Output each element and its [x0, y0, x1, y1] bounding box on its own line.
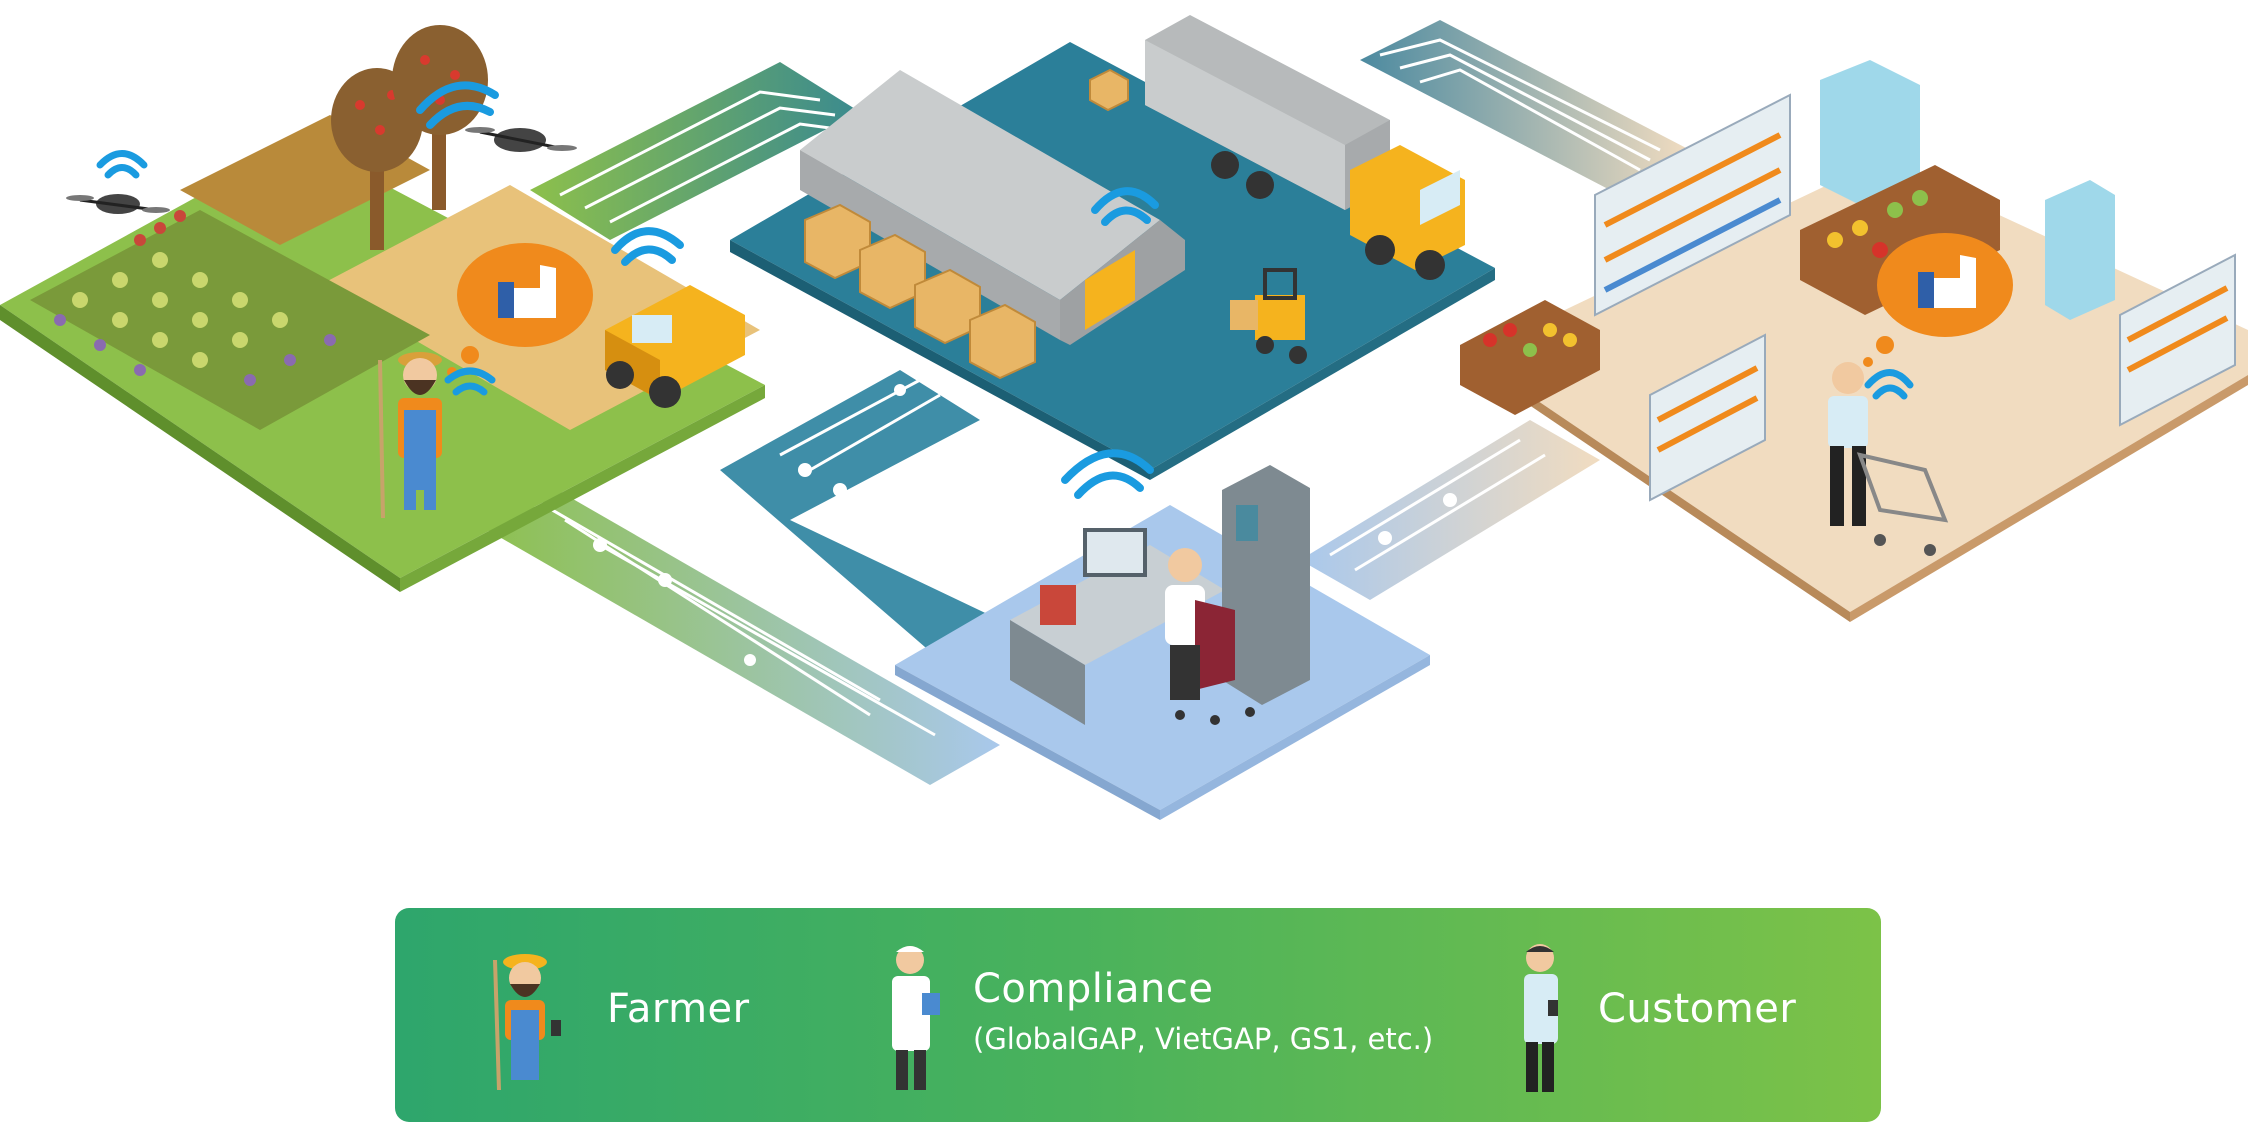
produce-display — [1800, 165, 2000, 315]
thumbs-up-icon — [1863, 233, 2013, 367]
connector-farm-to-warehouse — [530, 62, 860, 240]
truck-icon — [1145, 15, 1465, 280]
connector-office-to-store — [1300, 420, 1600, 600]
inspector-icon — [892, 946, 940, 1090]
produce-stand — [1460, 300, 1600, 415]
shopper — [1828, 362, 1868, 526]
warehouse-building — [800, 70, 1185, 345]
wifi-icon — [96, 150, 148, 179]
legend-label: Farmer — [607, 986, 750, 1032]
connector-warehouse-to-office — [720, 370, 1000, 660]
fridge — [1820, 60, 2115, 320]
wifi-icon — [416, 81, 499, 129]
compliance-officer — [1165, 548, 1255, 725]
legend-item-farmer: Farmer — [607, 986, 750, 1032]
thumbs-up-icon — [447, 243, 593, 377]
wifi-icon — [1864, 369, 1914, 400]
legend-label: Customer — [1598, 986, 1797, 1032]
legend-sublabel: (GlobalGAP, VietGAP, GS1, etc.) — [973, 1022, 1434, 1056]
customer-icon — [1524, 944, 1558, 1092]
farmer — [378, 352, 442, 519]
forklift-icon — [1230, 268, 1307, 364]
legend-label: Compliance — [973, 966, 1214, 1012]
drone-icon — [465, 127, 577, 152]
store-shelves — [1594, 93, 2236, 502]
legend-bar: Farmer Compliance (GlobalGAP, VietGAP, G… — [395, 908, 1881, 1122]
office-desk — [1010, 465, 1310, 725]
legend-item-customer: Customer — [1598, 986, 1796, 1032]
shopping-cart-icon — [1856, 452, 1949, 556]
wifi-icon — [1091, 187, 1159, 226]
harvester — [605, 285, 745, 408]
wifi-icon — [1061, 449, 1154, 499]
drone-icon — [66, 194, 170, 214]
pallet-boxes — [804, 68, 1129, 380]
wifi-icon — [444, 367, 496, 396]
legend-item-compliance: Compliance (GlobalGAP, VietGAP, GS1, etc… — [973, 966, 1433, 1056]
farmer-icon — [493, 954, 561, 1090]
wifi-icon — [611, 227, 684, 266]
connector-warehouse-to-store — [1360, 20, 1690, 190]
